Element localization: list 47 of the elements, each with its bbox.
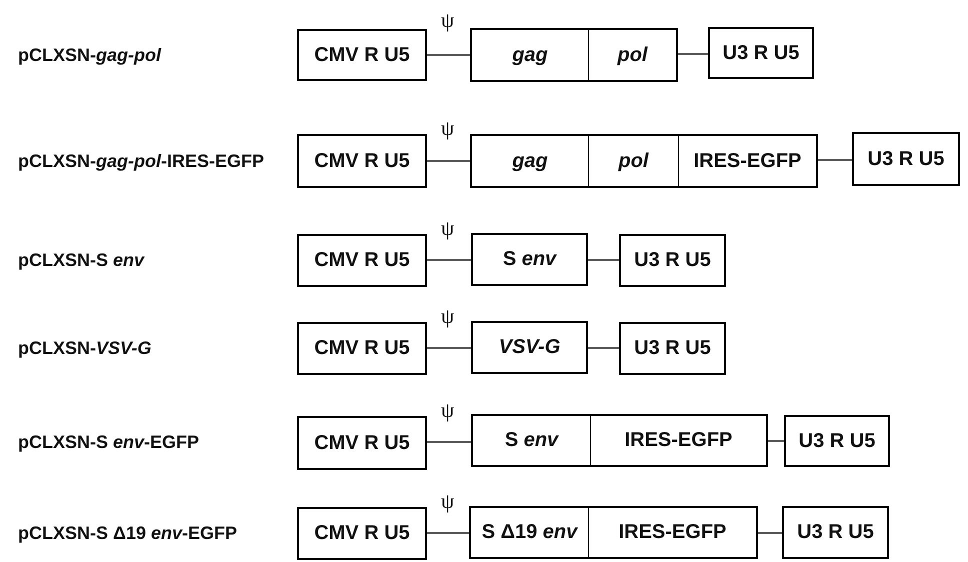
connector-line [758,532,782,534]
psi-label: ψ [441,490,454,512]
segment-box: CMV R U5 [297,507,427,560]
segment-box: pol [588,134,678,188]
psi-label: ψ [441,305,454,327]
segment-box: VSV-G [471,321,588,374]
psi-label: ψ [441,9,454,31]
connector-line [427,54,470,56]
segment-box: S env [471,233,588,286]
connector-line [427,347,471,349]
segment-box: pol [588,28,678,82]
psi-label: ψ [441,117,454,139]
construct-label: pCLXSN-VSV-G [18,337,152,359]
segment-box: U3 R U5 [619,234,726,287]
connector-line [768,440,784,442]
segment-box: S Δ19 env [469,506,588,559]
segment-box: U3 R U5 [619,322,726,375]
segment-box: IRES-EGFP [588,506,758,559]
construct-label: pCLXSN-S env [18,249,144,271]
connector-line [427,160,470,162]
segment-box: gag [470,134,588,188]
segment-box: U3 R U5 [782,506,889,559]
connector-line [427,259,471,261]
connector-line [427,532,469,534]
connector-line [588,259,619,261]
segment-box: U3 R U5 [852,132,960,186]
segment-box: gag [470,28,588,82]
segment-box: IRES-EGFP [590,414,768,467]
segment-box: CMV R U5 [297,134,427,188]
construct-label: pCLXSN-gag-pol-IRES-EGFP [18,150,264,172]
connector-line [427,441,471,443]
segment-box: CMV R U5 [297,234,427,287]
connector-line [678,53,708,55]
construct-label: pCLXSN-S Δ19 env-EGFP [18,522,238,544]
construct-label: pCLXSN-gag-pol [18,44,161,66]
segment-box: CMV R U5 [297,29,427,81]
segment-box: CMV R U5 [297,322,427,375]
segment-box: S env [471,414,590,467]
segment-box: IRES-EGFP [678,134,818,188]
psi-label: ψ [441,399,454,421]
psi-label: ψ [441,217,454,239]
segment-box: U3 R U5 [708,27,814,79]
construct-label: pCLXSN-S env-EGFP [18,431,200,453]
connector-line [588,347,619,349]
segment-box: CMV R U5 [297,416,427,470]
connector-line [818,159,852,161]
segment-box: U3 R U5 [784,415,890,467]
